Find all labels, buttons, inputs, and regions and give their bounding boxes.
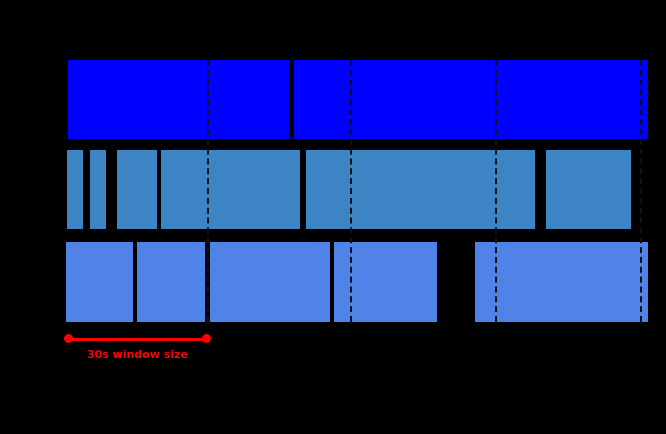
window-size-end-marker <box>202 334 211 343</box>
bar-segment[interactable] <box>334 242 437 322</box>
bar-segment[interactable] <box>117 150 157 229</box>
bar-segment[interactable] <box>137 242 205 322</box>
bar-segment[interactable] <box>546 150 631 229</box>
bar-lane-1 <box>0 60 666 139</box>
bar-segment[interactable] <box>306 150 535 229</box>
bar-segment[interactable] <box>67 150 83 229</box>
bar-lane-3 <box>0 242 666 322</box>
window-size-label: 30s window size <box>86 348 189 361</box>
bar-segment[interactable] <box>210 242 330 322</box>
window-size-start-marker <box>64 334 73 343</box>
bar-segment[interactable] <box>475 242 648 322</box>
window-size-line <box>68 338 207 341</box>
bar-segment[interactable] <box>294 60 648 139</box>
bar-segment[interactable] <box>161 150 300 229</box>
bar-lane-2 <box>0 150 666 229</box>
bar-segment[interactable] <box>66 242 133 322</box>
bar-segment[interactable] <box>90 150 106 229</box>
bar-segment[interactable] <box>68 60 289 139</box>
